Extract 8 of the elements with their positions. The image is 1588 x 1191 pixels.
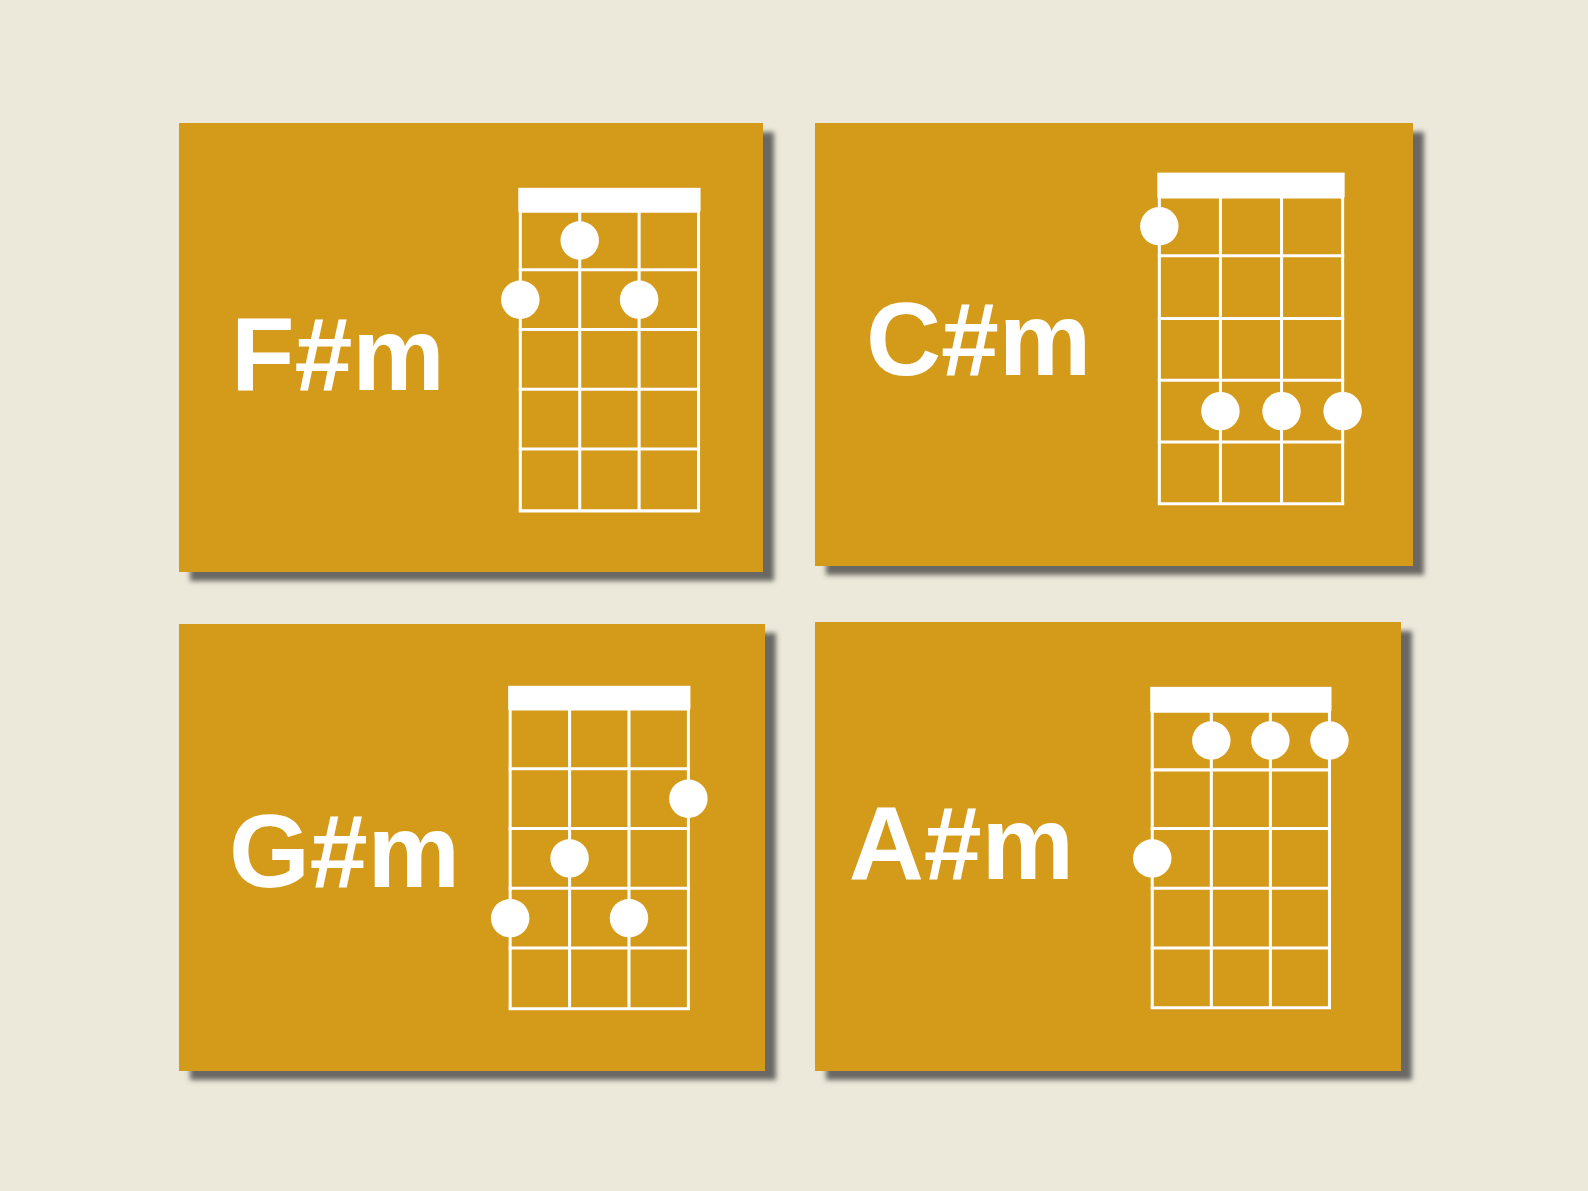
chord-name: C#m [865,287,1092,392]
chord-card [179,122,763,573]
chord-card [179,623,765,1072]
chord-name: F#m [230,302,445,407]
chord-card [815,122,1413,567]
chord-name: G#m [228,798,461,903]
chord-name: A#m [848,790,1075,895]
chord-card [815,621,1401,1072]
